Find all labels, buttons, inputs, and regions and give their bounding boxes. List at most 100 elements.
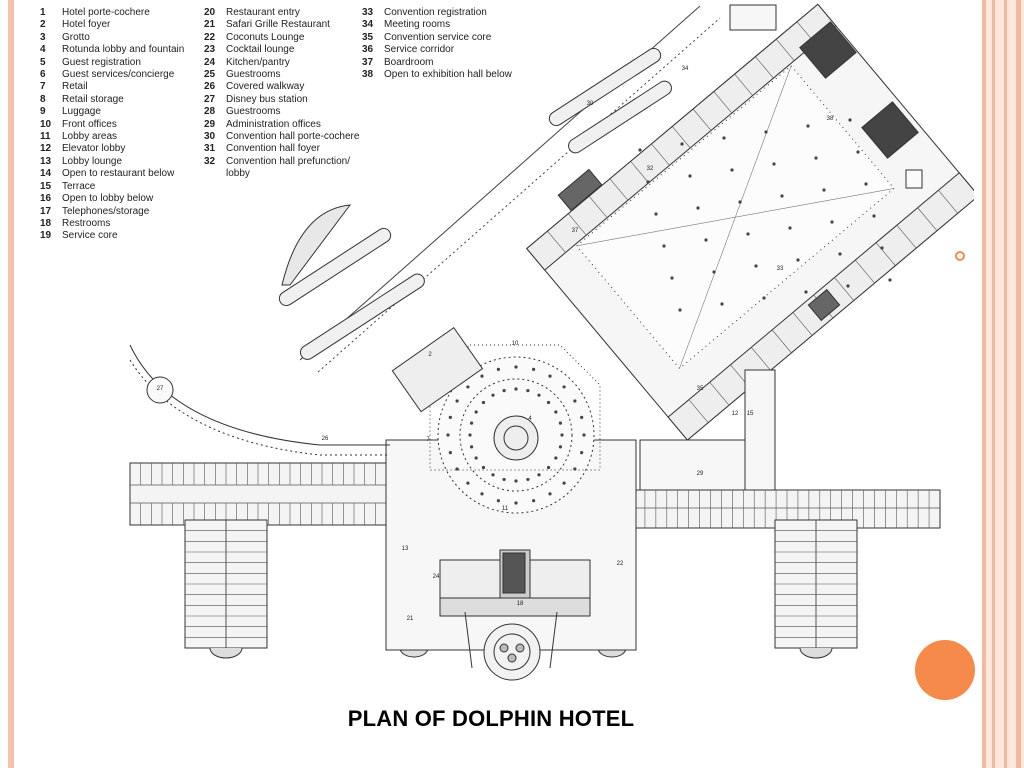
legend-number: 26 [204,81,216,93]
legend-number: 14 [40,168,52,180]
legend-label: Coconuts Lounge [226,31,305,43]
legend-item: 3 Grotto [40,32,200,44]
legend-number: 38 [362,69,374,81]
plan-label-18: 18 [517,601,524,607]
covered-walkway [129,344,390,446]
plan-label-13: 13 [402,546,409,552]
legend-label: Hotel foyer [62,19,111,31]
legend-number: 19 [40,230,52,242]
legend-item: 18 Restrooms [40,218,200,230]
legend-item: 9 Luggage [40,106,200,118]
plan-label-21: 21 [407,616,414,622]
legend-number: 15 [40,180,52,192]
legend-number: 1 [40,7,46,18]
legend-number: 6 [40,69,46,81]
legend-label: Kitchen/pantry [226,56,290,68]
legend-item: 31 Convention hall foyer [204,143,364,155]
legend-number: 29 [204,118,216,130]
legend-label: Boardroom [384,56,434,68]
legend-label: Lobby areas [62,131,118,143]
legend-label: Convention hall foyer [226,143,320,155]
right-frame-stripes [982,0,1024,768]
legend-label: Disney bus station [226,93,308,105]
legend-label: Convention registration [384,7,487,18]
legend-number: 20 [204,7,216,18]
plan-label-33: 33 [777,266,784,272]
legend-label: Meeting rooms [384,19,451,31]
legend-label: Open to restaurant below [62,168,175,180]
legend-label: Safari Grille Restaurant [226,19,330,31]
legend-number: 3 [40,31,46,43]
legend-label: Service core [62,230,118,242]
legend-number: 31 [204,143,216,155]
legend-label: Administration offices [226,118,321,130]
legend-item: 14 Open to restaurant below [40,168,200,180]
legend-label: Cocktail lounge [226,44,295,56]
legend-label: Terrace [62,180,96,192]
floor-plan-drawing: 4 2 10 11 7 13 18 21 22 24 26 27 29 30 3… [129,3,974,681]
legend-number: 37 [362,56,374,68]
legend-number: 23 [204,44,216,56]
fountain [483,623,541,681]
legend-number: 27 [204,93,216,105]
bus-station [146,376,174,404]
legend-item: 23 Cocktail lounge [204,44,364,56]
left-frame-stripe [8,0,14,768]
plan-label-38: 38 [827,116,834,122]
legend-label: Retail storage [62,93,124,105]
plan-label-30: 30 [587,101,594,107]
legend-label: Restrooms [62,217,111,229]
legend-label: Guestrooms [226,106,281,118]
legend-number: 17 [40,205,52,217]
legend-label: Rotunda lobby and fountain [62,44,185,56]
legend-number: 10 [40,118,52,130]
legend-number: 18 [40,217,52,229]
plan-label-12: 12 [732,411,739,417]
legend-label: Guest services/concierge [62,69,175,81]
legend-number: 12 [40,143,52,155]
legend-number: 16 [40,193,52,205]
legend-number: 24 [204,56,216,68]
legend-item: 6 Guest services/concierge [40,69,200,81]
legend-label: Lobby lounge [62,155,123,167]
plan-label-2: 2 [428,352,432,358]
plan-label-29: 29 [697,471,704,477]
grotto [281,204,352,286]
legend-label: Grotto [62,31,90,43]
legend-number: 2 [40,19,46,31]
plan-label-10: 10 [512,341,519,347]
legend-number: 4 [40,44,46,56]
plan-label-24: 24 [433,574,440,580]
legend-number: 11 [40,131,51,143]
plan-label-32: 32 [647,166,654,172]
plan-label-35: 35 [697,386,704,392]
legend-label: Open to lobby below [62,193,154,205]
legend-label: Convention service core [384,31,492,43]
slide-title: PLAN OF DOLPHIN HOTEL [347,706,635,731]
legend-number: 7 [40,81,46,93]
legend-number: 9 [40,106,46,118]
legend-item: 24 Kitchen/pantry [204,57,364,69]
plan-label-27: 27 [157,386,164,392]
legend-item: 19 Service core [40,230,200,242]
legend-label: Luggage [62,106,101,118]
plan-label-4: 4 [528,416,532,422]
legend-number: 32 [204,155,216,167]
